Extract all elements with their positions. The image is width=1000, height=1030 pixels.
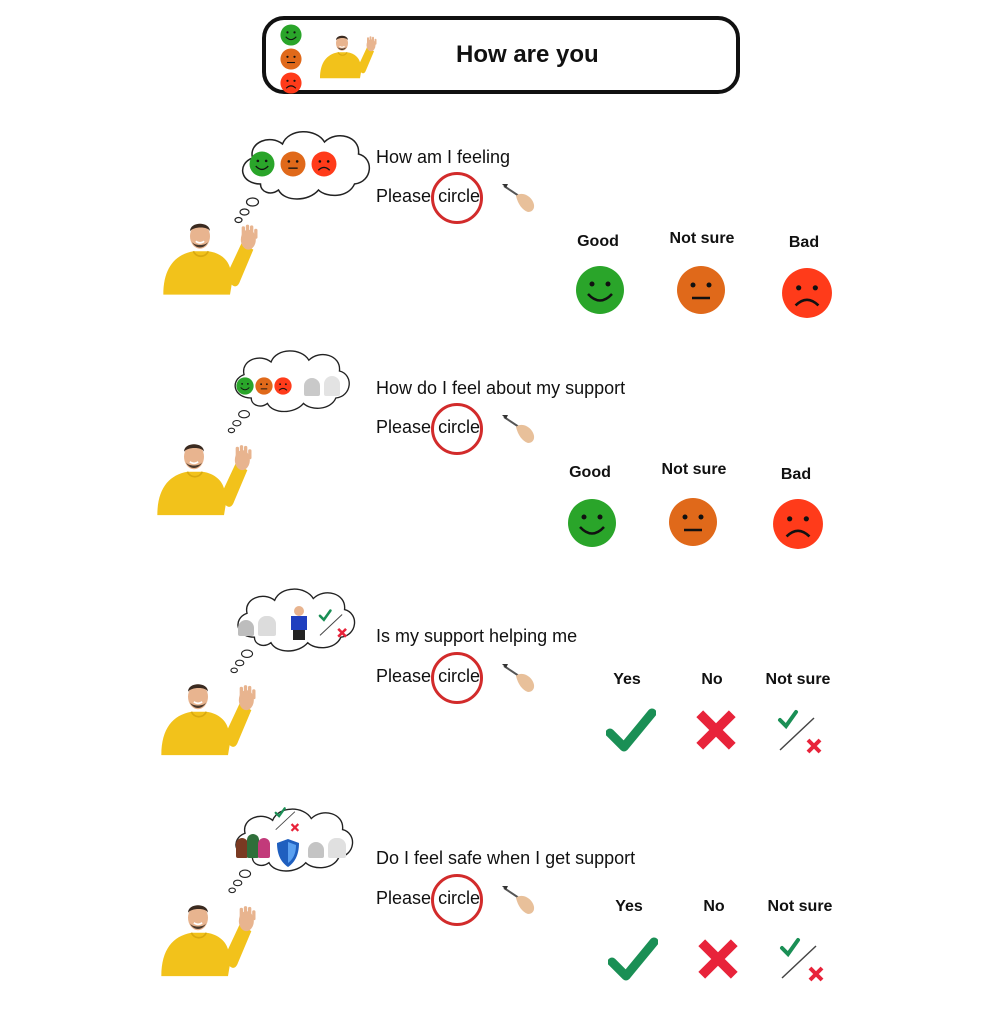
option-label-good: Good [569,464,611,481]
person-waving-icon [160,904,257,977]
support-people-icon [236,614,280,638]
circle-prompt: Please circle [376,652,484,704]
pencil-hand-icon [502,414,536,444]
smiley-good-icon[interactable] [567,498,617,548]
question-text: Is my support helping me [376,626,578,646]
option-label-no: No [703,898,725,915]
question-text: How am I feeling [376,147,511,167]
prompt-circle-word: circle [431,874,484,926]
cross-icon[interactable] [694,708,738,752]
check-cross-icon[interactable] [778,936,826,982]
question-text: Do I feel safe when I get support [376,848,636,868]
group-people-icon [236,830,270,860]
option-label-no: No [701,671,723,688]
header-banner: How are you [262,16,740,94]
question-section-1: How am I feeling Please circle Good Not … [0,120,1000,350]
option-label-bad: Bad [780,466,812,483]
option-label-not-sure: Not sure [661,461,727,478]
smiley-good-icon [249,151,275,177]
person-waving-icon [160,683,257,756]
page-title: How are you [456,41,599,68]
option-label-good: Good [577,233,619,250]
prompt-prefix: Please [376,888,432,908]
prompt-prefix: Please [376,417,432,437]
pencil-hand-icon [502,663,536,693]
smiley-bad-icon [274,377,292,395]
smiley-bad-icon [280,72,302,94]
question-text: How do I feel about my support [376,378,626,398]
smiley-good-icon [236,377,254,395]
header-faces-stack [280,24,304,96]
smiley-neutral-icon[interactable] [668,497,718,547]
prompt-prefix: Please [376,666,432,686]
prompt-circle-word: circle [431,172,484,224]
circle-prompt: Please circle [376,874,484,926]
circle-prompt: Please circle [376,403,484,455]
check-cross-icon [274,807,300,832]
check-icon[interactable] [606,707,656,753]
option-label-yes: Yes [615,898,643,915]
support-people-icon [300,374,344,398]
smiley-good-icon [280,24,302,46]
check-cross-icon[interactable] [776,708,824,754]
circle-prompt: Please circle [376,172,484,224]
option-label-yes: Yes [613,671,641,688]
cross-icon[interactable] [696,937,740,981]
question-section-4: Do I feel safe when I get support Please… [0,800,1000,1030]
pencil-hand-icon [502,183,536,213]
shield-icon [277,839,299,867]
prompt-circle-word: circle [431,403,484,455]
option-label-not-sure: Not sure [767,898,833,915]
option-label-bad: Bad [788,234,820,251]
question-section-3: Is my support helping me Please circle Y… [0,580,1000,810]
smiley-good-icon[interactable] [575,265,625,315]
smiley-neutral-icon [280,151,306,177]
smiley-neutral-icon [255,377,273,395]
prompt-circle-word: circle [431,652,484,704]
person-cheering-icon [288,606,310,640]
check-icon[interactable] [608,936,658,982]
smiley-neutral-icon [280,48,302,70]
smiley-bad-icon[interactable] [781,267,833,319]
option-label-not-sure: Not sure [765,671,831,688]
prompt-prefix: Please [376,186,432,206]
option-label-not-sure: Not sure [669,230,735,247]
person-waving-icon [156,443,253,516]
support-people-icon [306,836,348,860]
pencil-hand-icon [502,885,536,915]
smiley-bad-icon[interactable] [772,498,824,550]
person-waving-icon [319,35,377,79]
smiley-bad-icon [311,151,337,177]
person-waving-icon [162,222,259,296]
smiley-neutral-icon[interactable] [676,265,726,315]
check-cross-icon [318,609,348,638]
question-section-2: How do I feel about my support Please ci… [0,340,1000,570]
